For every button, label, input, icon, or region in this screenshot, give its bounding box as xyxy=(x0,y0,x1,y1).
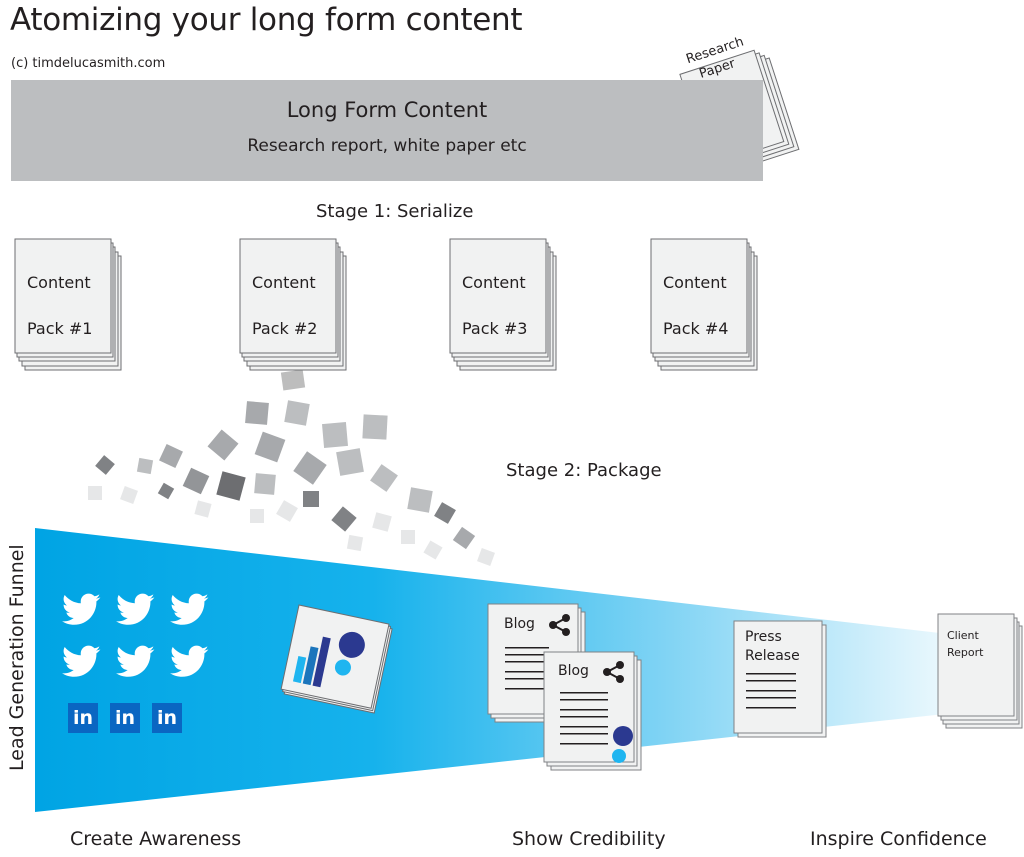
content-pack-line1: Content xyxy=(462,273,526,292)
press-release-line2: Release xyxy=(745,648,800,664)
content-pack-line2: Pack #1 xyxy=(27,319,93,338)
content-pack-4-label: Content Pack #4 xyxy=(663,248,728,363)
twitter-bird-icon xyxy=(116,593,155,625)
twitter-bird-icon xyxy=(62,645,101,677)
press-release-label: Press Release xyxy=(745,628,800,666)
inspire-confidence-label: Inspire Confidence xyxy=(810,828,987,850)
content-pack-line1: Content xyxy=(252,273,316,292)
twitter-bird-icon xyxy=(116,645,155,677)
share-icon xyxy=(549,614,570,636)
twitter-bird-icon xyxy=(170,593,209,625)
chart-circle-icon xyxy=(334,659,351,676)
chart-bar-icon xyxy=(302,646,319,686)
page-title: Atomizing your long form content xyxy=(10,2,523,38)
content-pack-stacks xyxy=(14,238,758,371)
content-pack-1-label: Content Pack #1 xyxy=(27,248,92,363)
blog-1-label: Blog xyxy=(504,616,535,632)
chart-circle-icon xyxy=(338,631,365,658)
client-report-stack xyxy=(937,613,1023,729)
content-pack-line2: Pack #3 xyxy=(462,319,528,338)
banner-subtitle: Research report, white paper etc xyxy=(247,136,527,156)
text-lines-icon xyxy=(505,647,549,690)
infographic-card xyxy=(280,604,393,714)
linkedin-icon: in xyxy=(110,703,140,733)
confetti-squares xyxy=(88,369,495,566)
linkedin-icon: in xyxy=(68,703,98,733)
client-report-label: Client Report xyxy=(947,627,983,661)
banner-title: Long Form Content xyxy=(286,98,488,122)
press-release-line1: Press xyxy=(745,629,782,645)
press-release-document xyxy=(733,620,827,738)
client-report-line1: Client xyxy=(947,629,979,642)
chart-bar-icon xyxy=(312,636,331,688)
twitter-icons xyxy=(62,593,209,677)
copyright-text: (c) timdelucasmith.com xyxy=(11,56,166,71)
stage-2-label: Stage 2: Package xyxy=(506,460,662,481)
content-pack-line1: Content xyxy=(27,273,91,292)
blog-document-2 xyxy=(543,651,642,771)
chart-circle-icon xyxy=(612,749,626,763)
blog-2-label: Blog xyxy=(558,663,589,679)
chart-circle-icon xyxy=(613,726,633,746)
linkedin-icon: in xyxy=(152,703,182,733)
content-pack-2-label: Content Pack #2 xyxy=(252,248,317,363)
client-report-line2: Report xyxy=(947,646,984,659)
twitter-bird-icon xyxy=(170,645,209,677)
create-awareness-label: Create Awareness xyxy=(70,828,242,850)
text-lines-icon xyxy=(746,673,796,709)
chart-bar-icon xyxy=(292,655,307,684)
content-pack-line1: Content xyxy=(663,273,727,292)
funnel-label: Lead Generation Funnel xyxy=(6,544,28,771)
content-pack-3-label: Content Pack #3 xyxy=(462,248,527,363)
stage-1-label: Stage 1: Serialize xyxy=(316,201,474,222)
text-lines-icon xyxy=(560,692,608,745)
share-icon xyxy=(603,661,624,683)
content-pack-line2: Pack #2 xyxy=(252,319,318,338)
long-form-content-banner: Long Form Content Research report, white… xyxy=(11,80,763,181)
content-pack-line2: Pack #4 xyxy=(663,319,729,338)
twitter-bird-icon xyxy=(62,593,101,625)
show-credibility-label: Show Credibility xyxy=(512,828,666,850)
